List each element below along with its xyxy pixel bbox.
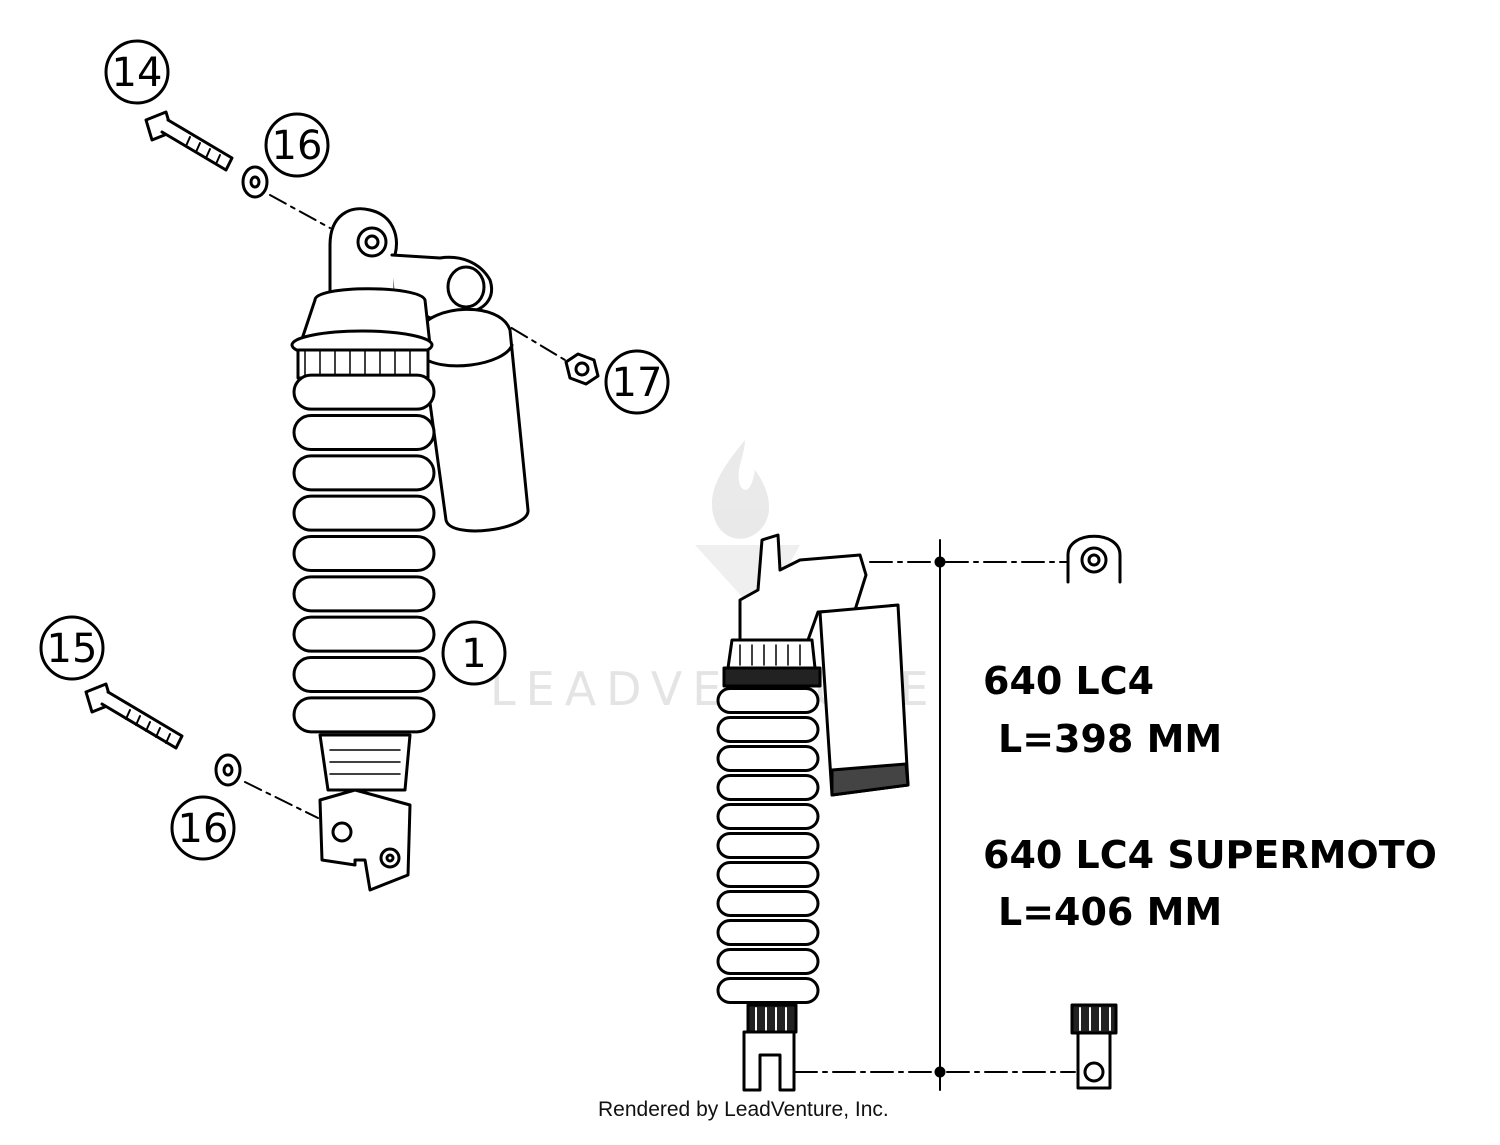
spring-coil — [716, 774, 820, 801]
callout-labels: 14 16 17 1 15 16 — [47, 50, 663, 852]
spring-coil — [292, 454, 436, 492]
callout-17: 17 — [612, 360, 663, 406]
right-shock-dimension-view — [716, 533, 1122, 1092]
bottom-clevis-detail — [1070, 1003, 1118, 1035]
spring-coil — [292, 656, 436, 693]
spring-coil — [292, 494, 436, 532]
callout-1: 1 — [461, 631, 486, 677]
bolt-14 — [144, 110, 234, 172]
spec-model-2: 640 LC4 SUPERMOTO — [983, 833, 1437, 877]
right-coil-spring — [716, 687, 820, 1004]
callout-16-bottom: 16 — [178, 806, 229, 852]
spring-coil — [292, 373, 436, 411]
callout-circle-17 — [604, 349, 670, 415]
callout-14: 14 — [112, 50, 163, 96]
spring-coil — [292, 414, 436, 451]
callout-circle-15 — [39, 615, 105, 681]
spring-coil — [292, 696, 436, 734]
nut-17 — [564, 352, 600, 386]
spring-coil — [292, 535, 436, 572]
spec-labels: 640 LC4 L=398 MM 640 LC4 SUPERMOTO L=406… — [983, 659, 1437, 934]
callout-15: 15 — [47, 626, 98, 672]
spring-coil — [716, 890, 820, 917]
spring-coil — [716, 861, 820, 888]
spring-coil — [716, 832, 820, 859]
spec-model-1: 640 LC4 — [983, 659, 1154, 703]
coil-spring — [292, 373, 436, 734]
spring-coil — [716, 948, 820, 975]
spring-coil — [716, 687, 820, 714]
spec-length-2: L=406 MM — [998, 890, 1222, 934]
callout-16-top: 16 — [272, 123, 323, 169]
spring-coil — [716, 919, 820, 946]
spring-coil — [716, 716, 820, 743]
spring-coil — [716, 977, 820, 1004]
spec-length-1: L=398 MM — [998, 717, 1222, 761]
spring-coil — [716, 745, 820, 772]
callout-circle-1 — [441, 620, 507, 686]
reservoir — [418, 307, 530, 533]
callout-circle-14 — [104, 39, 170, 105]
bolt-15 — [84, 682, 184, 750]
spring-coil — [292, 615, 436, 653]
callout-circle-16-top — [264, 112, 330, 178]
callout-circle-16-bottom — [170, 795, 236, 861]
credit-text: Rendered by LeadVenture, Inc. — [598, 1098, 889, 1121]
left-shock-assembly — [84, 110, 600, 892]
spring-coil — [716, 803, 820, 830]
callouts — [39, 39, 670, 861]
right-bottom-ring — [746, 1003, 798, 1034]
lower-clevis — [318, 788, 412, 892]
spring-coil — [292, 575, 436, 613]
